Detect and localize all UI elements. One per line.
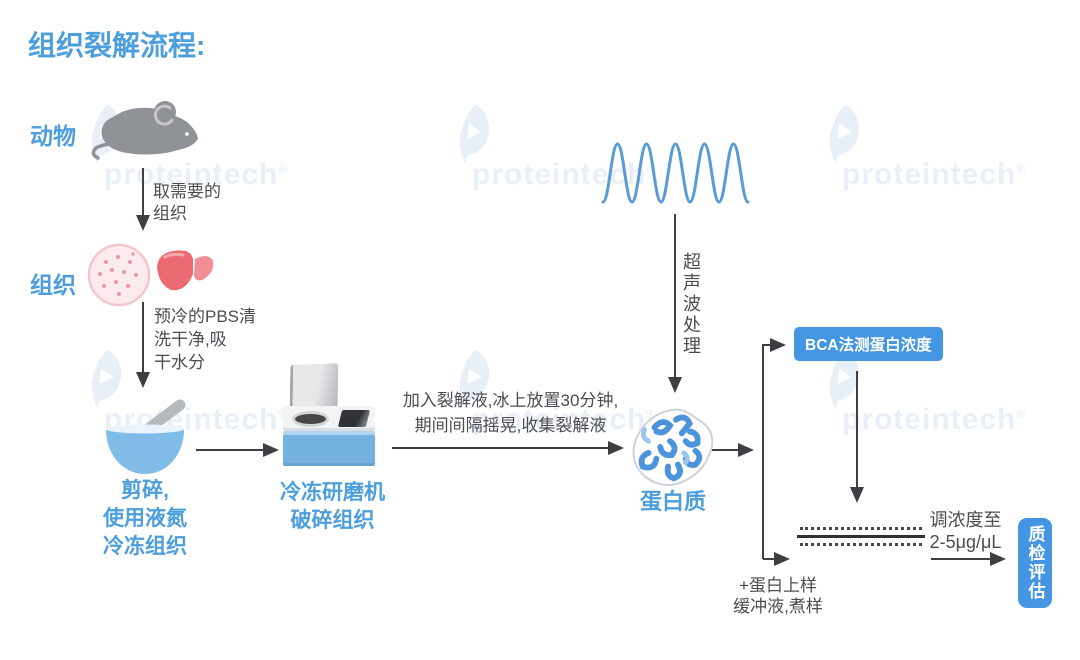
step-line: 干水分 bbox=[154, 353, 205, 372]
step-ultrasound: 超声波处理 bbox=[681, 252, 701, 357]
proteintech-bird-icon bbox=[91, 349, 122, 409]
protein-label: 蛋白质 bbox=[639, 489, 706, 514]
grinder-body bbox=[283, 431, 375, 466]
step-sample-loading: +蛋白上样 缓冲液,煮样 bbox=[698, 575, 858, 617]
step-line: 加入裂解液,冰上放置30分钟, bbox=[402, 391, 619, 410]
step-line: 2-5μg/μL bbox=[929, 532, 1002, 552]
tissue-label: 组织 bbox=[30, 272, 76, 298]
step-line: 洗干净,吸 bbox=[154, 330, 227, 349]
watermark-text: proteintech® bbox=[472, 403, 657, 436]
proteintech-bird-icon bbox=[459, 349, 490, 409]
grinder-panel bbox=[337, 410, 371, 427]
step-pbs-wash: 预冷的PBS清 洗干净,吸 干水分 bbox=[154, 305, 256, 374]
ultrasound-wave-icon bbox=[601, 142, 750, 204]
watermark: proteintech® bbox=[826, 102, 1076, 204]
petri-dish-icon bbox=[87, 243, 151, 307]
protein-icon bbox=[632, 408, 714, 486]
mouse-icon bbox=[91, 101, 198, 160]
watermark-text: proteintech® bbox=[842, 403, 1027, 436]
qc-badge: 质检评估 bbox=[1018, 518, 1052, 608]
step-line: 取需要的 bbox=[153, 182, 221, 201]
label-line: 冷冻组织 bbox=[103, 535, 187, 558]
step-adjust-concentration: 调浓度至 2-5μg/μL bbox=[918, 509, 1013, 553]
label-line: 使用液氮 bbox=[103, 507, 187, 530]
gel-solid-line bbox=[797, 535, 925, 538]
label-line: 破碎组织 bbox=[290, 509, 375, 532]
proteintech-bird-icon bbox=[829, 349, 860, 409]
liver-icon bbox=[157, 250, 214, 291]
step-add-lysis: 加入裂解液,冰上放置30分钟, 期间间隔摇晃,收集裂解液 bbox=[383, 388, 638, 438]
mortar-label: 剪碎, 使用液氮 冷冻组织 bbox=[70, 477, 220, 561]
watermark: proteintech® bbox=[456, 347, 706, 449]
qc-badge-text: 质检评估 bbox=[1025, 525, 1045, 601]
label-line: 冷冻研磨机 bbox=[280, 481, 385, 504]
step-line: 期间间隔摇晃,收集裂解液 bbox=[414, 416, 607, 435]
grinder-lid bbox=[289, 363, 339, 410]
step-line: 组织 bbox=[153, 204, 187, 223]
label-line: 剪碎, bbox=[121, 479, 169, 502]
step-line: +蛋白上样 bbox=[739, 576, 817, 595]
grinder-label: 冷冻研磨机 破碎组织 bbox=[250, 479, 415, 535]
watermark: proteintech® bbox=[456, 102, 706, 204]
watermark-text: proteintech® bbox=[104, 158, 289, 191]
proteintech-bird-icon bbox=[459, 104, 490, 164]
gel-dotted-line bbox=[800, 527, 922, 530]
proteintech-bird-icon bbox=[829, 104, 860, 164]
grinder-chamber bbox=[292, 411, 329, 427]
step-line: 缓冲液,煮样 bbox=[733, 597, 823, 616]
page-title: 组织裂解流程: bbox=[28, 30, 206, 61]
mortar-pestle-icon bbox=[106, 399, 186, 474]
step-take-tissue: 取需要的 组织 bbox=[153, 181, 221, 225]
gel-dotted-line bbox=[800, 543, 922, 546]
watermark-text: proteintech® bbox=[842, 158, 1027, 191]
branch-to-bca bbox=[762, 338, 786, 559]
step-line: 调浓度至 bbox=[929, 510, 1002, 530]
animal-label: 动物 bbox=[30, 123, 76, 149]
bca-badge: BCA法测蛋白浓度 bbox=[794, 327, 943, 361]
watermark: proteintech® bbox=[826, 347, 1076, 449]
watermark-text: proteintech® bbox=[472, 158, 657, 191]
step-line: 预冷的PBS清 bbox=[154, 307, 257, 326]
gel-sample-icon bbox=[797, 527, 925, 546]
cryo-grinder-icon bbox=[283, 361, 377, 467]
